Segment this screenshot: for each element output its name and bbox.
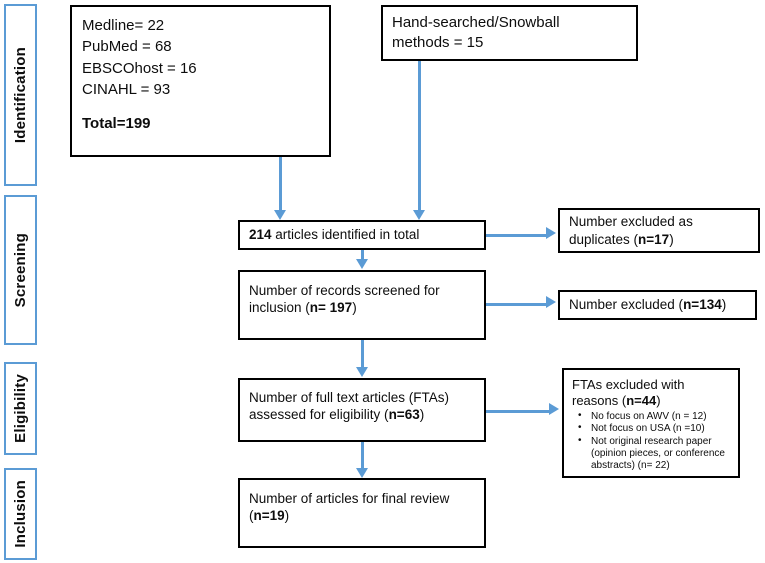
connector-screened-to-fulltext [361, 340, 364, 369]
arrow-handsearch-to-total [413, 210, 425, 220]
connector-total-to-screened [361, 250, 364, 262]
arrow-total-to-duplicates [546, 227, 556, 239]
full-text-line-2: assessed for eligibility (n=63) [249, 406, 476, 423]
fta-reason-item: No focus on AWV (n = 12) [576, 410, 732, 423]
records-screened-suffix: ) [352, 300, 357, 316]
stage-eligibility: Eligibility [4, 362, 37, 455]
connector-total-to-duplicates [486, 234, 548, 237]
excluded-records-suffix: ) [721, 297, 727, 313]
database-sources-box: Medline= 22 PubMed = 68 EBSCOhost = 16 C… [70, 5, 331, 157]
final-review-count: n=19 [253, 508, 285, 524]
fta-excluded-box: FTAs excluded with reasons (n=44) No foc… [562, 368, 740, 478]
arrow-total-to-screened [356, 259, 368, 269]
fta-excluded-prefix: reasons ( [572, 393, 627, 409]
full-text-line-1: Number of full text articles (FTAs) [249, 390, 450, 405]
excluded-duplicates-count: n=17 [638, 231, 670, 247]
full-text-prefix: assessed for eligibility ( [249, 407, 389, 423]
excluded-duplicates-prefix: duplicates ( [569, 231, 639, 247]
final-review-prefix: ( [249, 508, 254, 524]
fta-reason-item: Not original research paper (opinion pie… [576, 435, 732, 473]
fta-excluded-line-1: FTAs excluded with [572, 377, 685, 392]
final-review-box: Number of articles for final review (n=1… [238, 478, 486, 548]
source-line-cinahl: CINAHL = 93 [82, 80, 171, 98]
arrow-fulltext-to-ftaexcluded [549, 403, 559, 415]
stage-inclusion-label: Inclusion [12, 480, 29, 548]
identified-total-count: 214 [249, 227, 272, 243]
fta-excluded-count: n=44 [626, 393, 657, 409]
hand-searched-box: Hand-searched/Snowball methods = 15 [381, 5, 638, 61]
source-line-ebscohost: EBSCOhost = 16 [82, 59, 197, 77]
identified-total-text: 214 articles identified in total [249, 226, 476, 243]
records-screened-count: n= 197 [309, 300, 353, 316]
source-line-medline: Medline= 22 [82, 17, 165, 34]
stage-screening-label: Screening [12, 232, 29, 308]
final-review-line-2: (n=19) [249, 507, 476, 524]
excluded-records-count: n=134 [683, 297, 722, 313]
records-screened-line-1: Number of records screened for [249, 283, 440, 298]
excluded-records-box: Number excluded (n=134) [558, 290, 757, 320]
source-total: Total=199 [82, 115, 151, 133]
identified-total-suffix: articles identified in total [271, 227, 420, 243]
fta-reason-item: Not focus on USA (n =10) [576, 422, 732, 435]
identified-total-box: 214 articles identified in total [238, 220, 486, 250]
connector-fulltext-to-ftaexcluded [486, 410, 551, 413]
full-text-assessed-box: Number of full text articles (FTAs) asse… [238, 378, 486, 442]
final-review-suffix: ) [284, 508, 290, 524]
source-line-pubmed: PubMed = 68 [82, 38, 172, 56]
excluded-duplicates-line-2: duplicates (n=17) [569, 231, 750, 248]
fta-excluded-suffix: ) [656, 393, 661, 409]
records-screened-prefix: inclusion ( [249, 300, 310, 316]
connector-handsearch-to-total [418, 61, 421, 212]
source-spacer [82, 100, 319, 113]
excluded-records-text: Number excluded (n=134) [569, 296, 747, 313]
connector-databases-to-total [279, 157, 282, 212]
excluded-records-prefix: Number excluded ( [569, 297, 684, 313]
full-text-count: n=63 [388, 407, 420, 423]
full-text-suffix: ) [419, 407, 425, 423]
excluded-duplicates-line-1: Number excluded as [569, 214, 693, 230]
arrow-databases-to-total [274, 210, 286, 220]
records-screened-box: Number of records screened for inclusion… [238, 270, 486, 340]
stage-identification-label: Identification [12, 46, 29, 144]
connector-screened-to-excluded [486, 303, 548, 306]
fta-excluded-reason-list: No focus on AWV (n = 12) Not focus on US… [572, 410, 732, 473]
final-review-line-1: Number of articles for final review [249, 491, 450, 506]
excluded-duplicates-suffix: ) [669, 231, 674, 247]
arrow-screened-to-excluded [546, 296, 556, 308]
stage-screening: Screening [4, 195, 37, 345]
arrow-screened-to-fulltext [356, 367, 368, 377]
stage-identification: Identification [4, 4, 37, 186]
records-screened-line-2: inclusion (n= 197) [249, 299, 476, 316]
hand-searched-line-1: Hand-searched/Snowball [392, 13, 560, 31]
arrow-fulltext-to-final [356, 468, 368, 478]
connector-fulltext-to-final [361, 442, 364, 471]
excluded-duplicates-box: Number excluded as duplicates (n=17) [558, 208, 760, 253]
stage-inclusion: Inclusion [4, 468, 37, 560]
fta-excluded-line-2: reasons (n=44) [572, 393, 732, 409]
hand-searched-line-2: methods = 15 [392, 34, 484, 51]
stage-eligibility-label: Eligibility [12, 374, 29, 443]
